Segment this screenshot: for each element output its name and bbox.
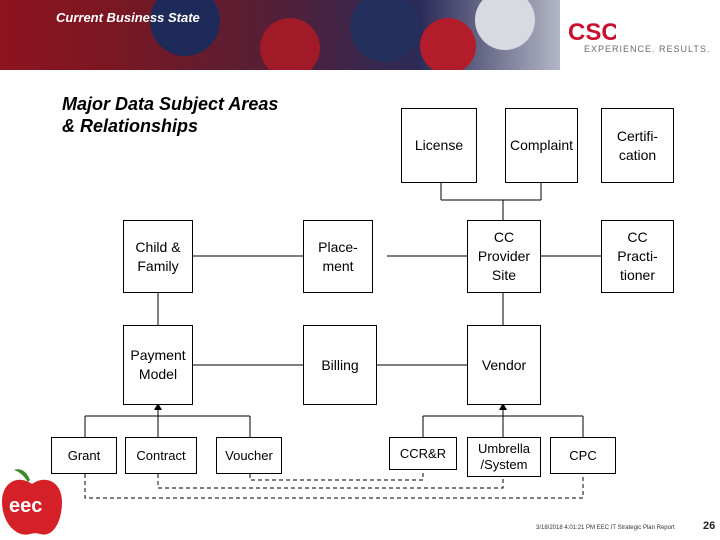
page-title: Major Data Subject Areas & Relationships: [62, 94, 279, 136]
entity-payment-model: Payment Model: [123, 325, 193, 405]
csc-logo-text: CSC: [568, 19, 616, 46]
entity-umbrella-system: Umbrella /System: [467, 437, 541, 477]
cyclist-figure: [350, 0, 420, 62]
header: Current Business State CSC EXPERIENCE. R…: [0, 0, 720, 70]
cyclist-figure: [420, 18, 476, 70]
eec-logo-text: eec: [9, 495, 42, 517]
cyclist-figure: [475, 0, 535, 50]
entity-complaint: Complaint: [505, 108, 578, 183]
entity-cpc: CPC: [550, 437, 616, 474]
header-banner-photo: [0, 0, 560, 70]
entity-voucher: Voucher: [216, 437, 282, 474]
entity-cc-provider-site: CC Provider Site: [467, 220, 541, 293]
cyclist-figure: [150, 0, 220, 56]
entity-placement: Place- ment: [303, 220, 373, 293]
entity-certification: Certifi- cation: [601, 108, 674, 183]
footer-info: 3/18/2018 4:01:21 PM EEC IT Strategic Pl…: [536, 525, 675, 531]
page-number: 26: [703, 520, 716, 532]
csc-tagline: EXPERIENCE. RESULTS.: [584, 44, 711, 54]
csc-logo-icon: CSC: [568, 19, 616, 46]
entity-grant: Grant: [51, 437, 117, 474]
entity-cc-practitioner: CC Practi- tioner: [601, 220, 674, 293]
cyclist-figure: [260, 18, 320, 70]
entity-license: License: [401, 108, 477, 183]
entity-ccr-r: CCR&R: [389, 437, 457, 470]
eec-apple-logo-icon: eec: [2, 469, 62, 535]
entity-contract: Contract: [125, 437, 197, 474]
entity-billing: Billing: [303, 325, 377, 405]
entity-child-family: Child & Family: [123, 220, 193, 293]
header-title: Current Business State: [56, 10, 200, 25]
entity-vendor: Vendor: [467, 325, 541, 405]
